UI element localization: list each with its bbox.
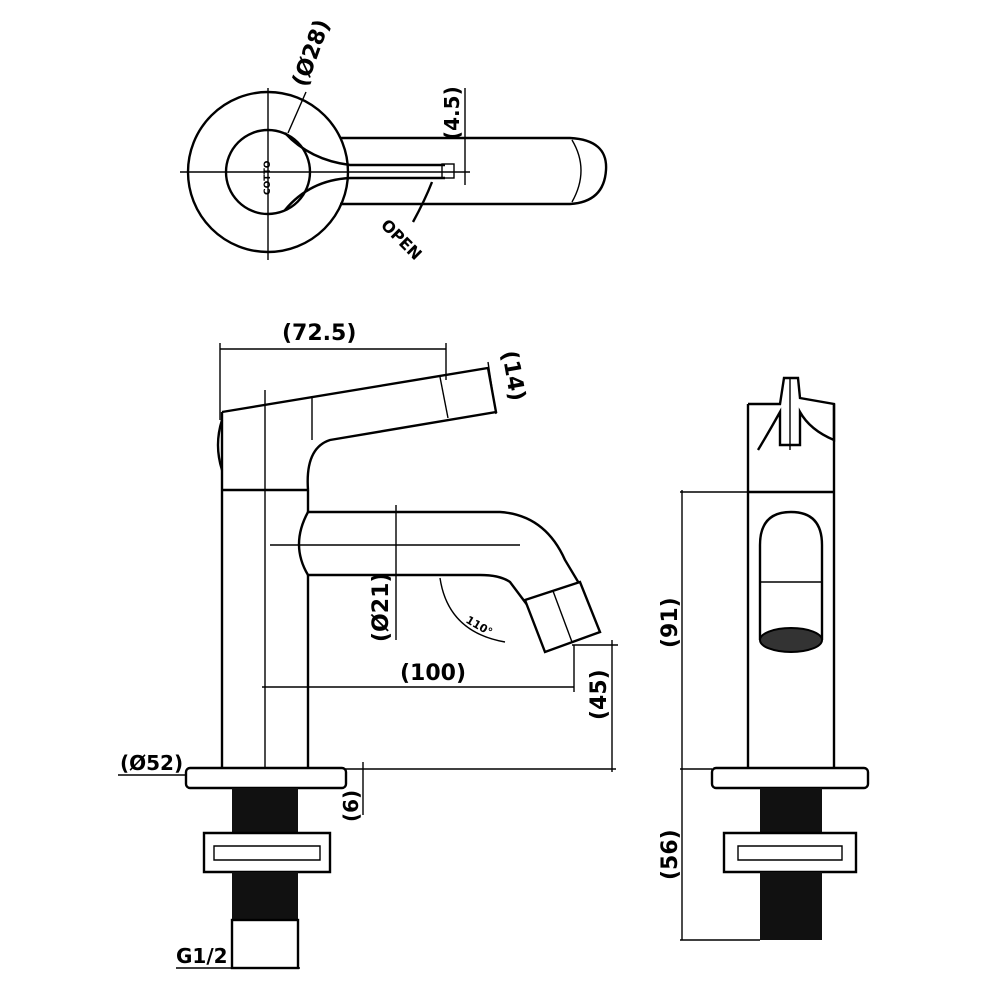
top-leader-o28 (287, 91, 307, 134)
side-dim-72-5: (72.5) (282, 321, 356, 346)
side-nut (202, 831, 332, 874)
front-spout-outline (758, 510, 824, 640)
top-lever-slot (441, 163, 455, 179)
top-brand-mark: COTTO (263, 160, 273, 195)
side-lever-bump (216, 419, 224, 471)
front-shank-thread-upper (760, 788, 822, 832)
side-dim-14: (14) (496, 349, 529, 403)
side-angle-110: 110° (464, 613, 495, 638)
front-view: (91) (56) (658, 376, 870, 941)
front-dim-91: (91) (658, 597, 683, 648)
side-dim-6: (6) (339, 790, 363, 822)
top-view: (Ø28) (4.5) COTTO OPEN (180, 16, 608, 264)
side-spout (297, 510, 582, 608)
top-dim-4-5: (4.5) (440, 86, 464, 140)
side-shank-tail (230, 918, 300, 970)
side-lever (221, 366, 498, 491)
top-open-label: OPEN (377, 215, 426, 264)
side-view: (72.5) (14) (Ø21) 110° (100) (45) (Ø5 (118, 321, 618, 970)
front-shank-thread-lower (760, 872, 822, 940)
side-thread-g12: G1/2 (176, 944, 228, 968)
side-base-plate (184, 766, 348, 790)
top-lever-body (284, 132, 445, 211)
side-nut-inner (213, 845, 321, 861)
side-dim-45: (45) (587, 669, 612, 720)
top-open-arrow (411, 181, 434, 223)
side-dim-o52: (Ø52) (120, 751, 183, 775)
side-lever-grip-line (439, 376, 449, 419)
front-lever-top (748, 376, 836, 451)
side-angle-arc (439, 577, 506, 643)
side-shank-thread-upper (232, 788, 298, 832)
side-shank-thread-lower (232, 872, 298, 920)
front-dim-56: (56) (658, 829, 683, 880)
front-aerator (759, 627, 823, 653)
top-spout-tip (571, 139, 582, 203)
top-dim-o28: (Ø28) (288, 16, 335, 90)
side-dim-100: (100) (400, 661, 466, 686)
front-nut-inner (737, 845, 843, 861)
front-nut (722, 831, 858, 874)
front-base-plate (710, 766, 870, 790)
top-spout-body (340, 136, 608, 206)
side-aerator-mid (552, 590, 573, 643)
side-dim-o21: (Ø21) (369, 573, 394, 642)
